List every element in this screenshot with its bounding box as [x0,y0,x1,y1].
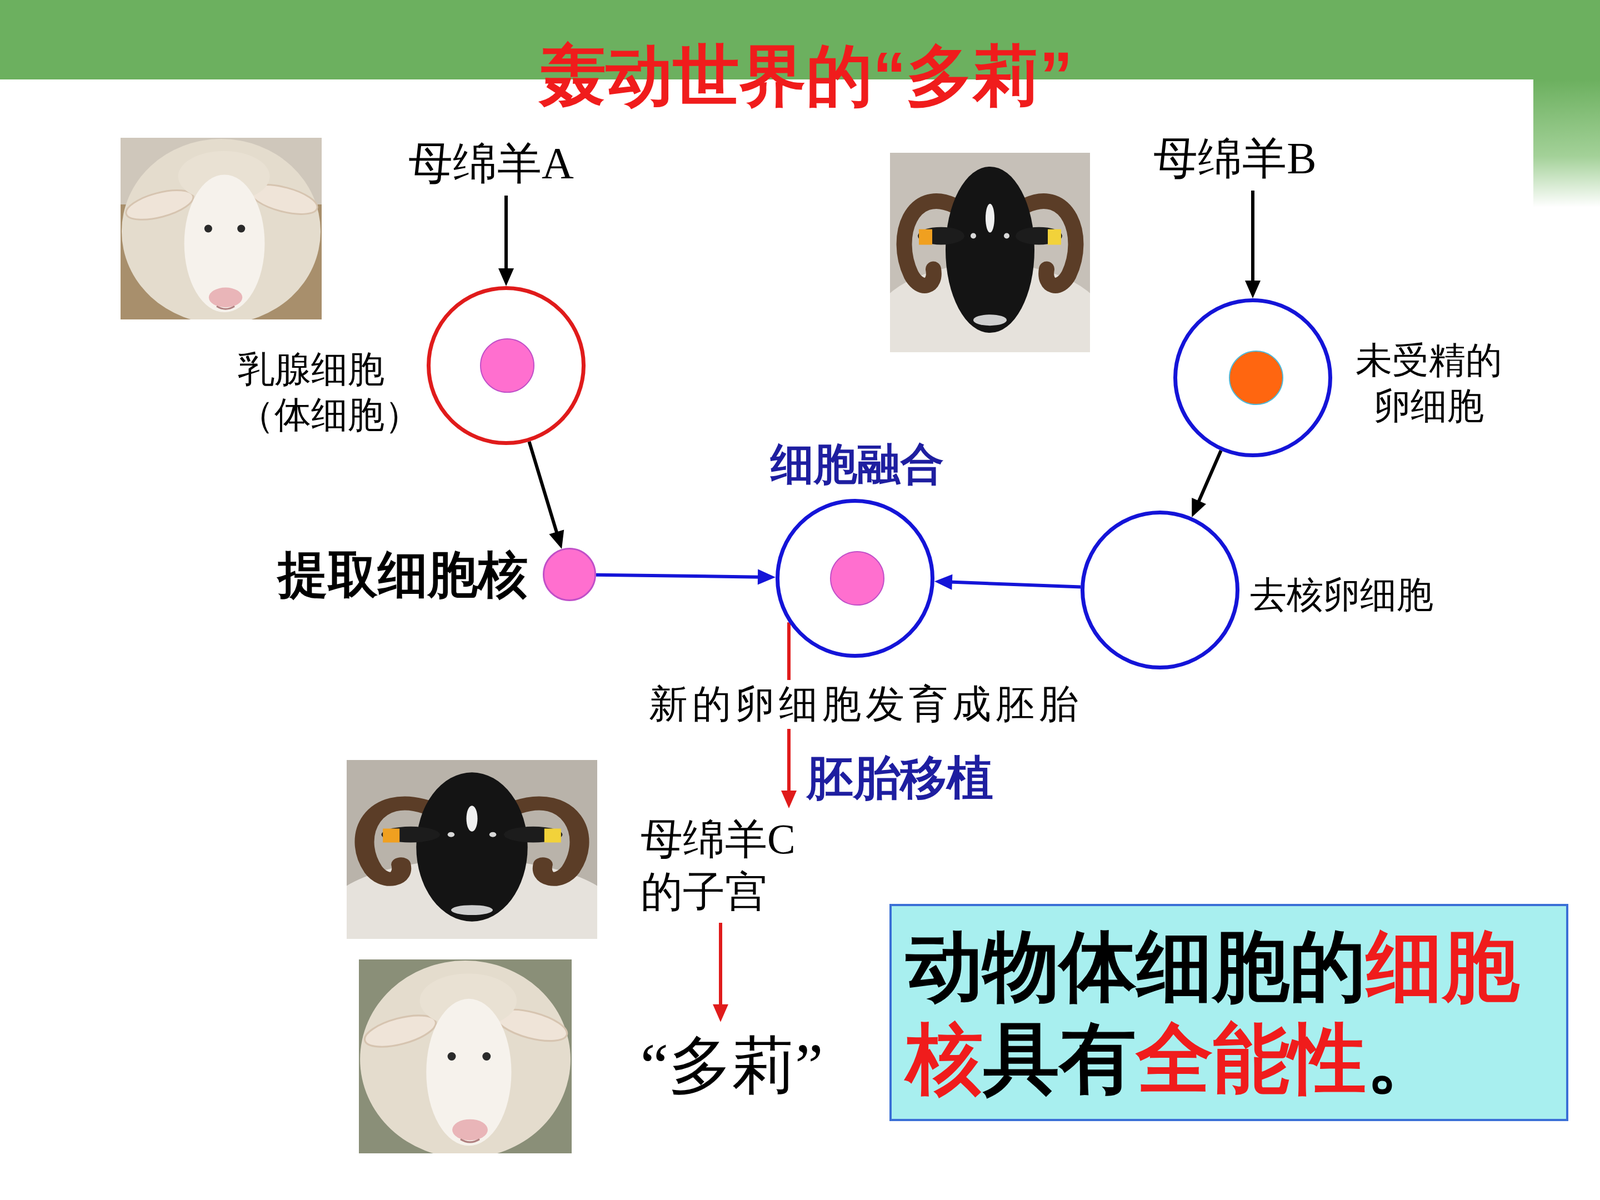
edge-label: 胚胎移植 [806,750,994,807]
conclusion-box: 动物体细胞的细胞核具有全能性。 [889,903,1569,1122]
cell-outline [775,498,935,658]
conclusion-phrase: 全能性 [1136,1015,1367,1102]
cell-label: 细胞融合 [770,437,944,492]
cell-node: 提取细胞核 [542,547,597,602]
cell-nucleus [1229,351,1283,405]
cell-node: 乳腺细胞 （体细胞） [426,286,586,445]
arrow-shaft [950,582,1081,588]
cell-label: 去核卵细胞 [1250,572,1434,619]
cell-label: 乳腺细胞 （体细胞） [237,346,425,439]
text-node: 母绵羊A [403,131,579,196]
conclusion-phrase: 。 [1366,1015,1443,1102]
cell-outline [1080,510,1240,670]
arrow-shaft [528,441,557,534]
cell-nucleus [830,551,884,605]
cell-membrane [543,548,596,601]
node-label: “多莉” [640,1026,823,1107]
cell-outline [542,547,597,602]
conclusion-phrase: 动物体细胞的 [906,923,1367,1009]
text-node: 母绵羊B [1148,126,1321,191]
node-label: 母绵羊C 的子宫 [640,812,814,919]
arrow-shaft [1197,450,1221,503]
conclusion-phrase: 具有 [982,1015,1137,1102]
cell-node: 去核卵细胞 [1080,510,1240,670]
arrow-head [781,790,797,809]
arrow-connector [498,195,514,287]
sheep-photo [873,152,1107,386]
sheep-photo [325,760,618,969]
arrow-connector [1191,450,1221,518]
cell-node: 细胞融合新的卵细胞发育成胚胎 [775,498,935,658]
cell-label: 未受精的 卵细胞 [1353,337,1505,430]
sheep-photo [358,959,572,1158]
cell-outline [1173,298,1333,458]
cell-membrane [1175,300,1331,456]
cell-membrane [428,288,584,444]
arrow-head [1245,280,1261,299]
side-strip [1533,79,1600,208]
arrow-head [548,529,564,549]
arrow-connector [596,569,776,585]
text-node: “多莉” [635,1022,828,1111]
arrow-shaft [504,195,508,271]
arrow-connector [934,574,1081,590]
cell-nucleus [480,338,534,393]
cell-node: 未受精的 卵细胞 [1173,298,1333,458]
sheep-photo [120,137,322,324]
arrow-connector [1245,190,1261,299]
conclusion-text: 动物体细胞的细胞核具有全能性。 [906,920,1552,1105]
arrow-head [498,268,514,287]
cell-label: 新的卵细胞发育成胚胎 [648,680,1083,729]
arrow-head [1191,497,1207,518]
node-label: 母绵羊A [408,135,574,192]
arrow-shaft [1251,190,1255,283]
arrow-head [934,574,953,590]
arrow-shaft [718,922,723,1007]
text-node: 母绵羊C 的子宫 [636,808,819,923]
arrow-shaft [596,575,760,578]
arrow-connector [528,441,564,549]
node-label: 母绵羊B [1153,130,1317,187]
slide-title: 轰动世界的“多莉” [539,38,1073,113]
cell-membrane [1082,512,1238,668]
arrow-connector [712,922,729,1023]
cell-membrane [777,501,933,657]
cell-label: 提取细胞核 [277,543,528,607]
arrow-head [757,569,776,585]
cell-outline [426,286,586,445]
arrow-head [712,1004,729,1023]
